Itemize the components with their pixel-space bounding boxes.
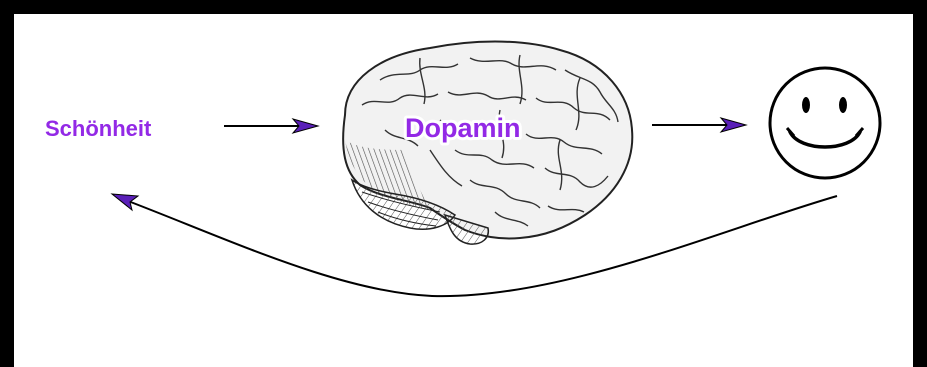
source-label: Schönheit [45, 116, 152, 141]
smiley-face-icon [770, 68, 880, 178]
arrow-brain-to-smiley [652, 118, 746, 132]
arrow-source-to-brain [224, 119, 318, 133]
center-label: Dopamin [405, 113, 521, 143]
